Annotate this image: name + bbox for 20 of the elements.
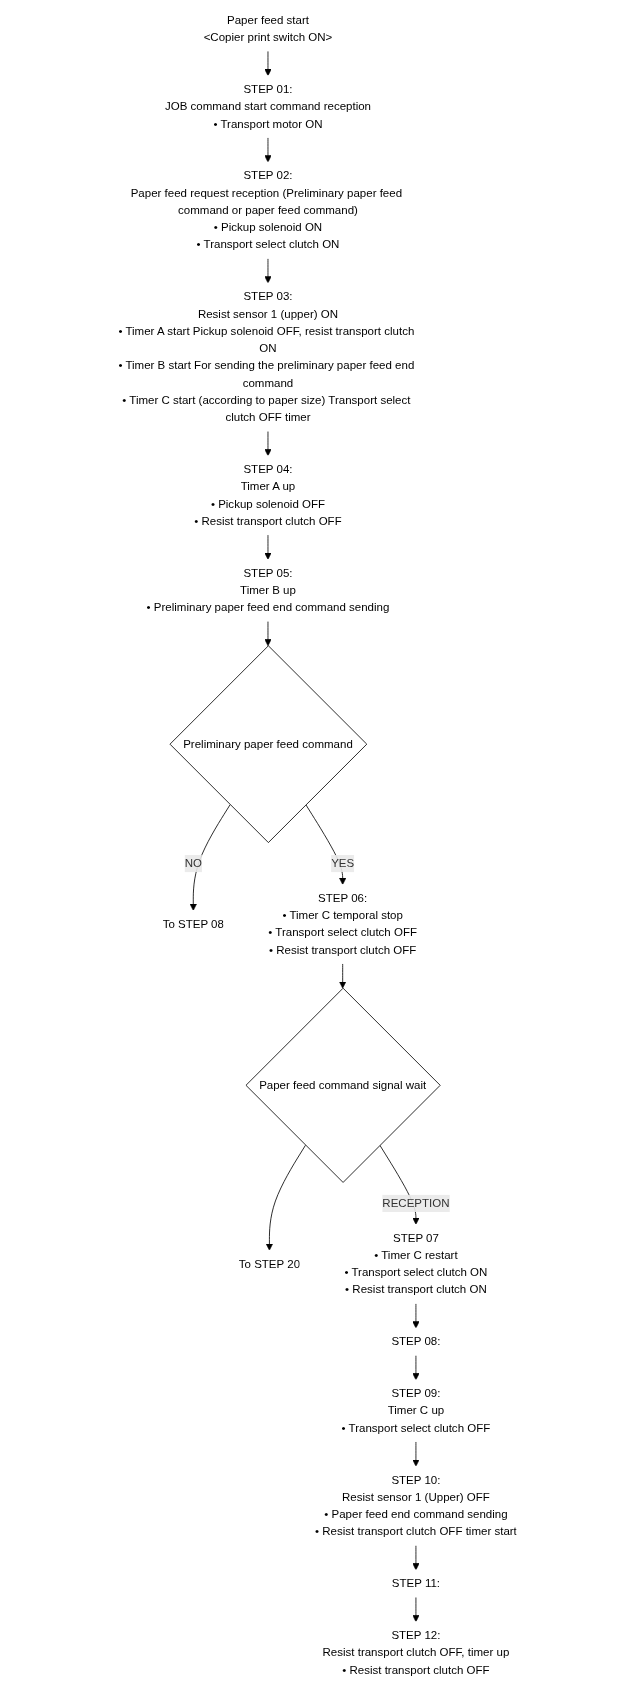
node-text: To STEP 20: [239, 1256, 301, 1271]
edge-label: YES: [331, 856, 355, 870]
node-text: STEP 08:: [391, 1334, 441, 1348]
node-text: STEP 09: Timer C up • Transport select clutch OFF: [341, 1386, 491, 1435]
edge-label: RECEPTION: [382, 1196, 450, 1210]
node-diamond: Preliminary paper feed command: [169, 645, 368, 843]
node-text: STEP 11:: [392, 1576, 441, 1590]
node-text: STEP 12: Resist transport clutch OFF, timer up • Resist transport clutch OFF: [322, 1628, 510, 1677]
node-text: Paper feed start <Copier print switch ON>: [203, 13, 333, 44]
node-diamond: Paper feed command signal wait: [245, 987, 441, 1183]
node-text: STEP 05: Timer B up • Preliminary paper feed end command sending: [146, 565, 390, 614]
node-text: STEP 04: Timer A up • Pickup solenoid OFF • Resist transport clutch OFF: [194, 462, 342, 528]
node-text: STEP 02: Paper feed request reception (Preliminary paper feed command or paper feed command) • Pickup solenoid ON • Transport select clutch ON: [130, 168, 403, 251]
node-text: STEP 06: • Timer C temporal stop • Transport select clutch OFF • Resist transport clutch OFF: [268, 891, 418, 957]
edge-label: NO: [184, 856, 203, 870]
node-text: STEP 01: JOB command start command reception • Transport motor ON: [165, 82, 372, 130]
node-text: To STEP 08: [162, 917, 225, 931]
node-text: STEP 03: Resist sensor 1 (upper) ON • Timer A start Pickup solenoid OFF, resist transport clutch ON • Timer B start For sending the preliminary paper feed end command • Timer C start (according to paper size) Transport select clutch OFF timer: [118, 289, 415, 424]
node-text: STEP 07 • Timer C restart • Transport select clutch ON • Resist transport clutch ON: [344, 1230, 488, 1296]
node-text: STEP 10: Resist sensor 1 (Upper) OFF • Paper feed end command sending • Resist transport clutch OFF timer start: [315, 1472, 518, 1538]
